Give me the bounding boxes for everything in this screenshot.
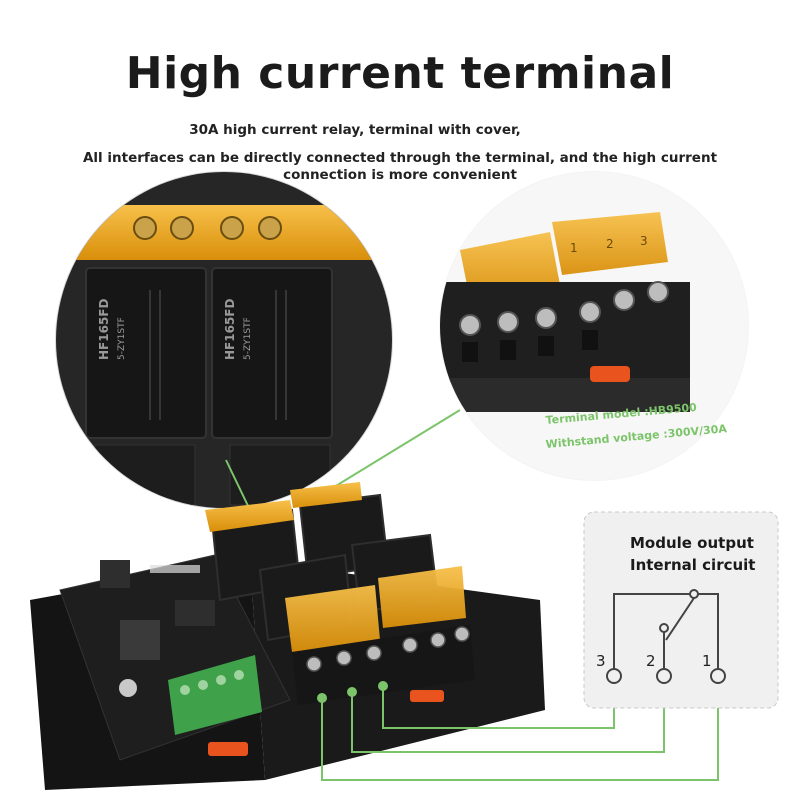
relay-module-board <box>30 482 545 790</box>
pin-label-3: 3 <box>596 652 606 670</box>
subtitle-line-1: 30A high current relay, terminal with co… <box>189 122 521 138</box>
internal-circuit-diagram: Module output Internal circuit 3 2 1 <box>583 511 779 709</box>
relay-2-model: HF165FD <box>223 299 237 360</box>
terminal-closeup: 1 2 3 Terminal model :HB9500 Withstand v… <box>439 171 749 481</box>
cover-number-1: 1 <box>570 241 578 255</box>
cover-number-3: 3 <box>640 234 648 248</box>
pin-label-2: 2 <box>646 652 656 670</box>
page-title: High current terminal <box>125 48 675 99</box>
subtitle-line-2: All interfaces can be directly connected… <box>82 150 718 183</box>
relay-1-variant: 5-ZY1STF <box>117 317 127 360</box>
relay-1-model: HF165FD <box>97 299 111 360</box>
circuit-title-line-1: Module output <box>630 534 754 552</box>
relay-closeup: HF165FD 5-ZY1STF HF165FD 5-ZY1STF <box>55 171 393 509</box>
relay-2-variant: 5-ZY1STF <box>243 317 253 360</box>
circuit-title-line-2: Internal circuit <box>630 556 755 574</box>
cover-number-2: 2 <box>606 237 614 251</box>
pin-label-1: 1 <box>702 652 712 670</box>
